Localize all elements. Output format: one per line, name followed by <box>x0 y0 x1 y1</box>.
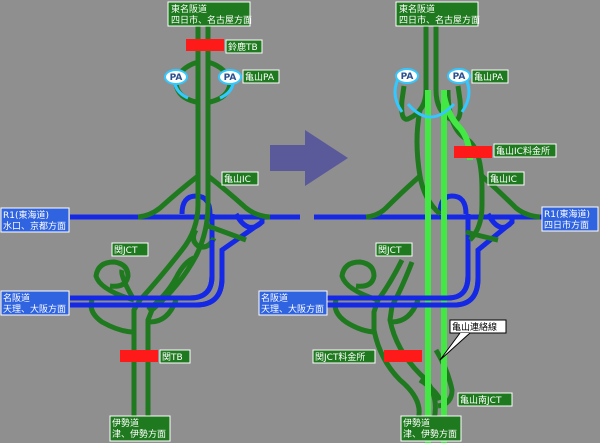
left-label-seki-jct: 関JCT <box>111 242 149 257</box>
right-pa-left-badge: PA <box>395 68 419 84</box>
left-label-meihan-top: 東名阪道 四日市、名古屋方面 <box>167 1 252 27</box>
left-expressway-roads <box>88 25 271 420</box>
right-meihan-top-line1: 東名阪道 <box>399 3 435 15</box>
right-label-meihan-west: 名阪道 天理、大阪方面 <box>258 290 328 316</box>
left-meihan-top-line2: 四日市、名古屋方面 <box>171 14 252 26</box>
right-meihan-west-line1: 名阪道 <box>261 292 288 304</box>
left-r1-line1: R1(東海道) <box>3 209 49 221</box>
left-seki-jct-text: 関JCT <box>114 245 138 256</box>
right-ise-line1: 伊勢道 <box>403 417 430 429</box>
right-seki-jct-text: 関JCT <box>378 245 402 256</box>
right-r1-line1: R1(東海道) <box>544 208 590 220</box>
right-meihan-top-line2: 四日市、名古屋方面 <box>399 14 480 26</box>
right-kameyama-link-text: 亀山連絡線 <box>452 321 497 333</box>
left-ise-line1: 伊勢道 <box>112 417 139 429</box>
right-pa-right-badge: PA <box>447 68 471 84</box>
right-label-kameyama-pa: 亀山PA <box>471 69 509 84</box>
right-kameyama-ic-text: 亀山IC <box>490 173 517 185</box>
transition-arrow <box>270 130 348 186</box>
right-seki-jct-tollgate <box>384 350 422 362</box>
right-route-overlay <box>264 250 481 308</box>
left-meihan-west-line1: 名阪道 <box>3 292 30 304</box>
right-meihan-west-line2: 天理、大阪方面 <box>261 303 324 315</box>
left-pa-left-label: PA <box>170 73 183 83</box>
left-label-ise: 伊勢道 津、伊勢方面 <box>109 415 171 442</box>
left-label-suzuka-tb: 鈴鹿TB <box>225 39 263 54</box>
right-ise-line2: 津、伊勢方面 <box>403 428 457 440</box>
right-kameyama-pa-text: 亀山PA <box>474 71 504 83</box>
left-ise-line2: 津、伊勢方面 <box>112 428 166 440</box>
right-label-kameyama-ic: 亀山IC <box>487 171 525 186</box>
right-pa-left-label: PA <box>401 72 414 82</box>
left-label-r1-west: R1(東海道) 水口、京都方面 <box>0 207 70 233</box>
left-kameyama-ic-text: 亀山IC <box>224 173 251 185</box>
left-label-meihan-west: 名阪道 天理、大阪方面 <box>0 290 70 316</box>
left-meihan-west-line2: 天理、大阪方面 <box>3 303 66 315</box>
right-pa-right-label: PA <box>453 72 466 82</box>
left-pa-right-badge: PA <box>218 69 242 85</box>
right-label-seki-jct-toll: 関JCT料金所 <box>312 349 376 364</box>
left-meihan-top-line1: 東名阪道 <box>171 3 207 15</box>
right-diagram: PA PA 東名阪道 四日市、名古屋方面 亀山PA 亀山IC料金所 亀山IC <box>258 1 599 443</box>
right-kameyama-ic-toll-text: 亀山IC料金所 <box>496 145 550 157</box>
left-label-kameyama-ic: 亀山IC <box>221 171 259 186</box>
right-label-meihan-top: 東名阪道 四日市、名古屋方面 <box>395 1 480 27</box>
right-r1-line2: 四日市方面 <box>544 219 589 231</box>
left-suzuka-tollgate <box>186 39 224 51</box>
left-suzuka-tb-text: 鈴鹿TB <box>228 41 258 53</box>
right-label-r1-east: R1(東海道) 四日市方面 <box>541 206 599 232</box>
right-kameyama-ic-tollgate <box>454 146 492 158</box>
left-label-kameyama-pa: 亀山PA <box>242 69 280 84</box>
right-pa-markers: PA PA <box>393 68 471 119</box>
left-pa-right-label: PA <box>224 73 237 83</box>
left-pa-left-badge: PA <box>164 69 188 85</box>
left-kameyama-pa-text: 亀山PA <box>245 71 275 83</box>
left-route-overlay <box>70 240 225 308</box>
right-label-kameyama-ic-toll: 亀山IC料金所 <box>493 143 557 158</box>
right-seki-jct-toll-text: 関JCT料金所 <box>315 351 365 363</box>
right-kameyama-minami-jct-text: 亀山南JCT <box>460 394 502 406</box>
right-label-ise: 伊勢道 津、伊勢方面 <box>400 415 462 442</box>
right-label-kameyama-minami-jct: 亀山南JCT <box>457 392 513 407</box>
left-diagram: PA PA 東名阪道 四日市、名古屋方面 鈴鹿TB 亀山PA 亀山IC <box>0 1 300 442</box>
left-seki-tb-text: 関TB <box>162 352 183 363</box>
left-r1-line2: 水口、京都方面 <box>3 220 66 232</box>
left-pa-markers: PA PA <box>164 69 242 100</box>
right-label-seki-jct: 関JCT <box>375 242 413 257</box>
left-label-seki-tb: 関TB <box>159 349 191 364</box>
left-seki-tollgate <box>120 350 158 362</box>
right-label-kameyama-link: 亀山連絡線 <box>439 319 507 361</box>
